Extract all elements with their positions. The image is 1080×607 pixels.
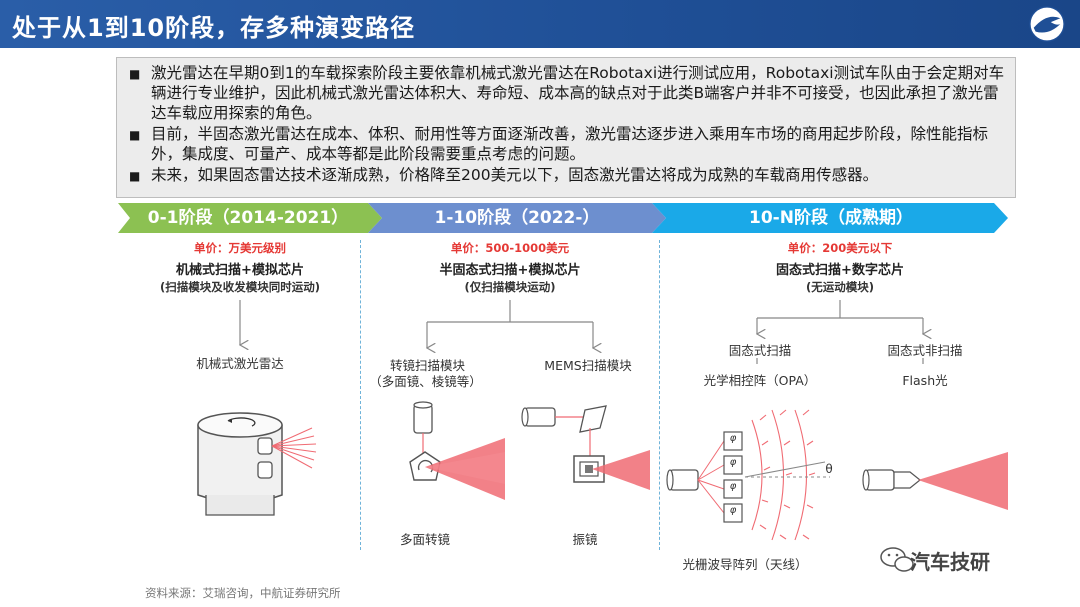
stage-divider [659, 240, 660, 550]
opa-drawing [666, 409, 830, 541]
stage3-branch-right-note: Flash光 [902, 373, 948, 388]
stage-arrows-graphic [118, 203, 1008, 233]
phi-label: φ [729, 505, 737, 516]
stage2-price: 单价：500-1000美元 [450, 241, 570, 255]
header-bar: 处于从1到10阶段，存多种演变路径 [0, 0, 1080, 48]
phi-label: φ [729, 481, 737, 492]
page-title: 处于从1到10阶段，存多种演变路径 [12, 14, 416, 42]
mems-mirror-drawing [521, 405, 650, 490]
summary-box: ■ 激光雷达在早期0到1的车载探索阶段主要依靠机械式激光雷达在Robotaxi进… [116, 57, 1016, 198]
stage2-tech: 半固态式扫描+模拟芯片 [439, 263, 581, 278]
theta-label: θ [825, 462, 833, 476]
stage-arrow-bar: 0-1阶段（2014-2021） 1-10阶段（2022-） 10-N阶段（成熟… [0, 203, 1080, 233]
stage1-note: (扫描模块及收发模块同时运动) [159, 280, 320, 294]
stage3-label: 10-N阶段（成熟期） [749, 208, 913, 228]
stage1-arrow-shape [118, 203, 382, 233]
stage3-tech: 固态式扫描+数字芯片 [776, 263, 904, 278]
stage1-result: 机械式激光雷达 [196, 356, 284, 371]
stage3-branch-right: 固态式非扫描 [887, 343, 963, 358]
stage3-price: 单价：200美元以下 [787, 241, 893, 255]
stage3-arrow-shape [652, 203, 1008, 233]
summary-bullet: ■ 目前，半固态激光雷达在成本、体积、耐用性等方面逐渐改善，激光雷达逐步进入乘用… [129, 125, 989, 163]
stage3-branch-left: 固态式扫描 [728, 343, 792, 358]
stage1-tech: 机械式扫描+模拟芯片 [176, 263, 304, 278]
stage2-branch-left: 转镜扫描模块 [389, 358, 465, 373]
stage2-label: 1-10阶段（2022-） [434, 208, 600, 228]
stage1-label: 0-1阶段（2014-2021） [147, 208, 349, 228]
wechat-icon [880, 547, 914, 572]
stage2-branch-left-note: （多面镜、棱镜等） [369, 374, 482, 389]
summary-bullet: ■ 激光雷达在早期0到1的车载探索阶段主要依靠机械式激光雷达在Robotaxi进… [129, 64, 1005, 122]
summary-bullet: ■ 未来，如果固态雷达技术逐渐成熟，价格降至200美元以下，固态激光雷达将成为成… [129, 166, 879, 184]
source-note: 资料来源：艾瑞咨询，中航证券研究所 [145, 586, 341, 600]
avic-logo-icon [1029, 6, 1065, 42]
stage2-caption-right: 振镜 [572, 532, 598, 547]
watermark-text: 汽车技研 [910, 550, 990, 574]
stage2-note: (仅扫描模块运动) [464, 280, 556, 294]
square-bullet-icon: ■ [129, 169, 141, 183]
phi-label: φ [729, 433, 737, 444]
square-bullet-icon: ■ [129, 128, 141, 142]
mechanical-lidar-drawing [197, 412, 317, 516]
square-bullet-icon: ■ [129, 67, 141, 81]
polygon-mirror-drawing [409, 401, 505, 500]
stage-divider [360, 240, 361, 550]
phi-label: φ [729, 457, 737, 468]
stage2-caption-left: 多面转镜 [399, 532, 450, 547]
stage2-arrow-shape [368, 203, 666, 233]
stage1-price: 单价：万美元级别 [194, 241, 286, 255]
stage2-branch-right: MEMS扫描模块 [544, 358, 632, 373]
stage3-branch-left-note: 光学相控阵（OPA） [703, 373, 817, 388]
stage3-caption-left: 光栅波导阵列（天线） [682, 557, 808, 572]
stage3-note: (无运动模块) [805, 280, 874, 294]
flash-lidar-drawing [862, 452, 1008, 510]
